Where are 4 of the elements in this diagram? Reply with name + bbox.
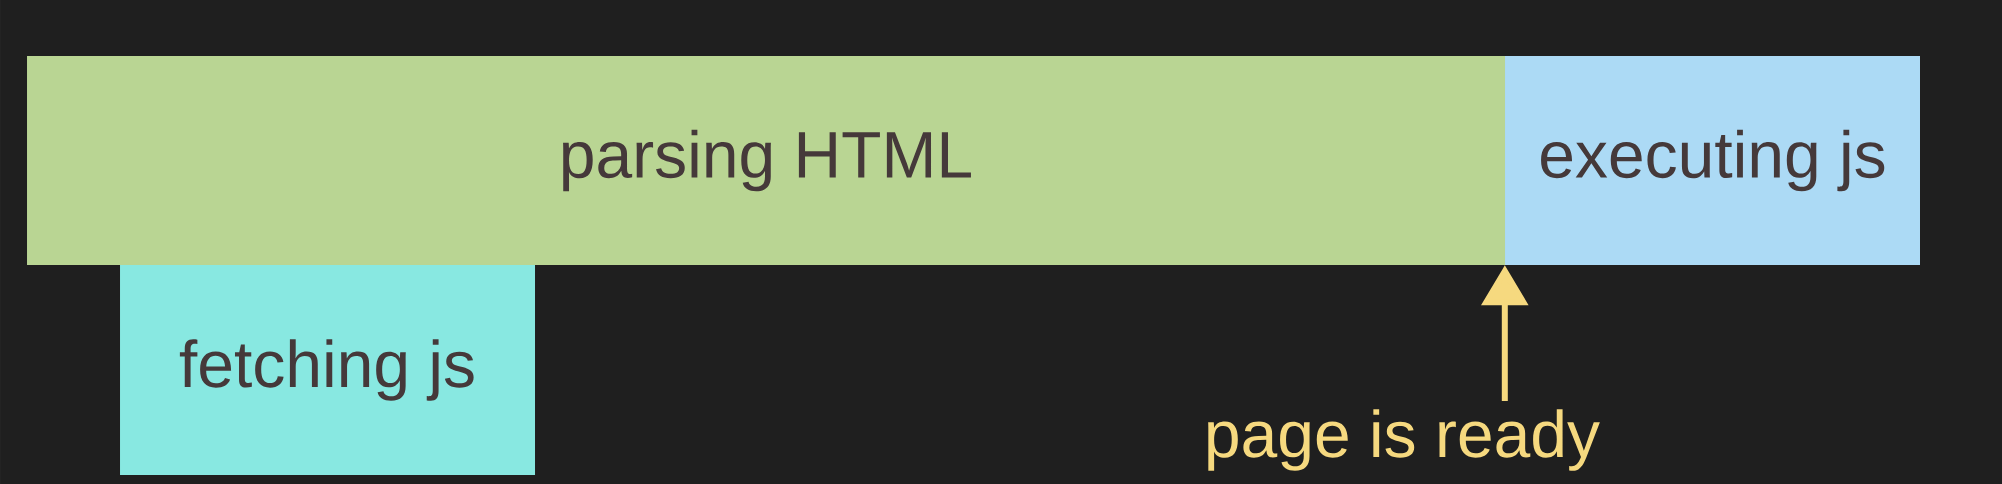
phase-bar: fetching js [120,265,535,475]
phase-bar: executing js [1505,56,1920,265]
callout-label: page is ready [1208,409,1600,471]
phase-bar: parsing HTML [27,56,1505,265]
